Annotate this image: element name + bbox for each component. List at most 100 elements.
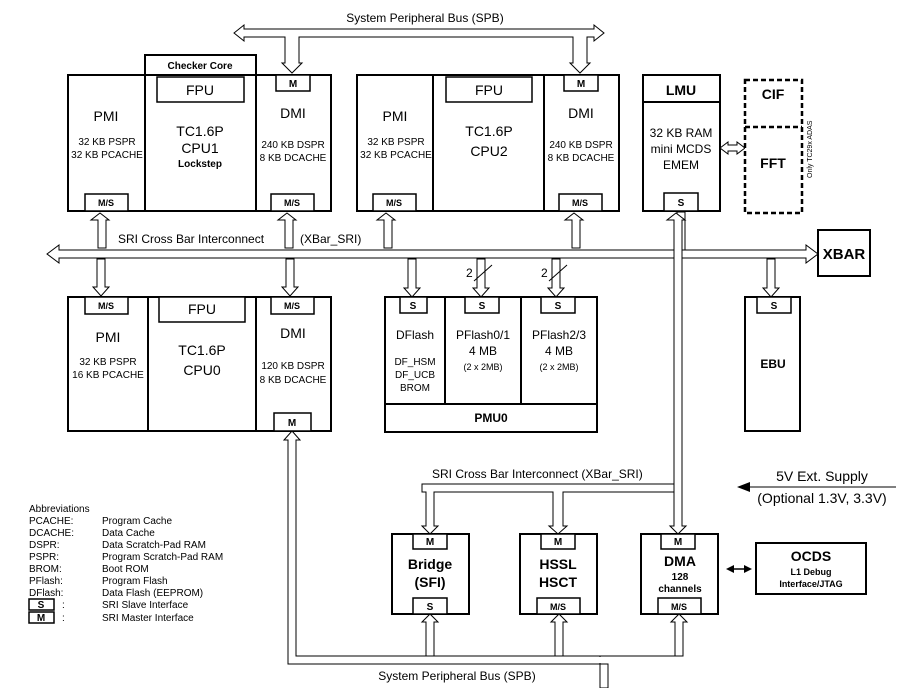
cpu2-pmi-title: PMI xyxy=(383,108,408,124)
ebu-block: S EBU xyxy=(744,296,801,432)
svg-text:BROM: BROM xyxy=(400,383,430,394)
svg-text:CPU1: CPU1 xyxy=(181,140,219,156)
abbrev-key: DFlash: xyxy=(29,588,63,599)
svg-text:32 KB RAM: 32 KB RAM xyxy=(650,126,713,140)
svg-text:S: S xyxy=(410,301,417,312)
abbrev-value: Data Scratch-Pad RAM xyxy=(102,540,206,551)
sri-main-label-right: (XBar_SRI) xyxy=(300,232,361,246)
svg-text:Bridge: Bridge xyxy=(408,556,453,572)
svg-text:2: 2 xyxy=(466,266,473,280)
svg-text:8 KB DCACHE: 8 KB DCACHE xyxy=(260,153,327,164)
svg-text:CPU2: CPU2 xyxy=(470,143,508,159)
svg-text:8 KB DCACHE: 8 KB DCACHE xyxy=(548,153,615,164)
svg-text:mini MCDS: mini MCDS xyxy=(651,142,712,156)
ocds-block: OCDS L1 Debug Interface/JTAG xyxy=(755,542,867,595)
lmu-cif-link xyxy=(719,141,746,155)
svg-text:HSSL: HSSL xyxy=(539,556,577,572)
abbrev-value: Program Flash xyxy=(102,576,168,587)
svg-text:channels: channels xyxy=(658,584,702,595)
sri-main-label: SRI Cross Bar Interconnect xyxy=(118,232,265,246)
svg-text:240 KB DSPR: 240 KB DSPR xyxy=(549,140,612,151)
svg-text:S: S xyxy=(38,600,45,611)
svg-text:32 KB PSPR: 32 KB PSPR xyxy=(79,357,136,368)
spb-top-label: System Peripheral Bus (SPB) xyxy=(346,11,503,25)
svg-text:TC1.6P: TC1.6P xyxy=(176,123,223,139)
svg-text:M/S: M/S xyxy=(572,198,588,208)
svg-text:M: M xyxy=(674,537,682,548)
svg-text:8 KB DCACHE: 8 KB DCACHE xyxy=(260,375,327,386)
cpu0-dmi-title: DMI xyxy=(280,325,306,341)
cif-note: Only TC29x ADAS xyxy=(807,120,814,178)
svg-text:M/S: M/S xyxy=(550,602,566,612)
svg-text:S: S xyxy=(479,301,486,312)
cpu0-fpu: FPU xyxy=(188,301,216,317)
bridge-block: M Bridge (SFI) S xyxy=(391,533,470,615)
abbrev-key: DCACHE: xyxy=(29,528,74,539)
svg-text:DMA: DMA xyxy=(664,553,696,569)
sri-lower-label: SRI Cross Bar Interconnect (XBar_SRI) xyxy=(432,467,643,481)
lmu-title: LMU xyxy=(666,82,696,98)
sri-lower-connectors xyxy=(91,258,781,298)
checker-core-label: Checker Core xyxy=(167,61,232,72)
svg-text:OCDS: OCDS xyxy=(791,548,831,564)
svg-text:5V Ext. Supply: 5V Ext. Supply xyxy=(776,468,868,484)
pmu-title: PMU0 xyxy=(474,411,508,425)
hssl-block: M HSSL HSCT M/S xyxy=(519,533,598,615)
svg-text:L1 Debug: L1 Debug xyxy=(790,567,831,577)
abbrev-value: Boot ROM xyxy=(102,564,149,575)
abbrev-key: PCACHE: xyxy=(29,516,73,527)
svg-text:M: M xyxy=(289,79,297,90)
svg-text:240 KB DSPR: 240 KB DSPR xyxy=(261,140,324,151)
ebu-title: EBU xyxy=(760,357,785,371)
svg-text:HSCT: HSCT xyxy=(539,574,578,590)
svg-text:32 KB PSPR: 32 KB PSPR xyxy=(78,137,135,148)
svg-text:120 KB DSPR: 120 KB DSPR xyxy=(261,361,324,372)
svg-text:128: 128 xyxy=(672,572,689,583)
svg-text:EMEM: EMEM xyxy=(663,158,699,172)
abbrev-key: PFlash: xyxy=(29,576,63,587)
cif-title: CIF xyxy=(762,86,785,102)
svg-text::: : xyxy=(62,613,65,624)
xbar-label: XBAR xyxy=(823,246,866,263)
spb-bus-bottom: System Peripheral Bus (SPB) xyxy=(282,430,689,688)
pmu-block: S S S DFlash DF_HSM DF_UCB BROM PFlash0/… xyxy=(384,296,598,433)
svg-text:2: 2 xyxy=(541,266,548,280)
cpu0-pmi-title: PMI xyxy=(96,329,121,345)
cpu1-pmi-title: PMI xyxy=(94,108,119,124)
svg-text:(Optional 1.3V, 3.3V): (Optional 1.3V, 3.3V) xyxy=(757,490,886,506)
abbrev-value: Program Cache xyxy=(102,516,172,527)
cpu2-fpu: FPU xyxy=(475,82,503,98)
cpu2-block: PMI 32 KB PSPR 32 KB PCACHE FPU TC1.6P C… xyxy=(356,74,620,212)
svg-text:S: S xyxy=(427,602,434,613)
spb-bottom-label: System Peripheral Bus (SPB) xyxy=(378,669,535,683)
abbrev-value: Program Scratch-Pad RAM xyxy=(102,552,223,563)
svg-text:S: S xyxy=(678,198,685,209)
cpu1-dmi-title: DMI xyxy=(280,105,306,121)
svg-text:DF_UCB: DF_UCB xyxy=(395,370,435,381)
cpu0-block: PMI 32 KB PSPR 16 KB PCACHE FPU TC1.6P C… xyxy=(67,296,332,432)
sri-bus-lower: SRI Cross Bar Interconnect (XBar_SRI) xyxy=(420,212,688,535)
svg-text:SRI Master Interface: SRI Master Interface xyxy=(102,613,194,624)
svg-text:Abbreviations: Abbreviations xyxy=(29,504,90,515)
spb-bus-top: System Peripheral Bus (SPB) xyxy=(233,11,605,74)
svg-text:(2 x 2MB): (2 x 2MB) xyxy=(463,362,502,372)
svg-text:M/S: M/S xyxy=(386,198,402,208)
svg-text:Lockstep: Lockstep xyxy=(178,159,222,170)
svg-text:4 MB: 4 MB xyxy=(545,344,573,358)
svg-text:32 KB PSPR: 32 KB PSPR xyxy=(367,137,424,148)
svg-text::: : xyxy=(62,600,65,611)
supply-note: 5V Ext. Supply (Optional 1.3V, 3.3V) xyxy=(737,468,896,506)
abbreviations-legend: Abbreviations PCACHE: Program CacheDCACHE… xyxy=(28,504,223,624)
svg-text:Interface/JTAG: Interface/JTAG xyxy=(779,579,842,589)
dma-ocds-link xyxy=(726,565,752,573)
svg-text:M: M xyxy=(577,79,585,90)
svg-text:S: S xyxy=(555,301,562,312)
lmu-block: LMU 32 KB RAM mini MCDS EMEM S xyxy=(642,74,721,212)
svg-text:M/S: M/S xyxy=(284,198,300,208)
cpu2-dmi-title: DMI xyxy=(568,105,594,121)
svg-text:TC1.6P: TC1.6P xyxy=(465,123,512,139)
cpu1-fpu: FPU xyxy=(186,82,214,98)
dma-block: M DMA 128 channels M/S xyxy=(640,533,719,615)
